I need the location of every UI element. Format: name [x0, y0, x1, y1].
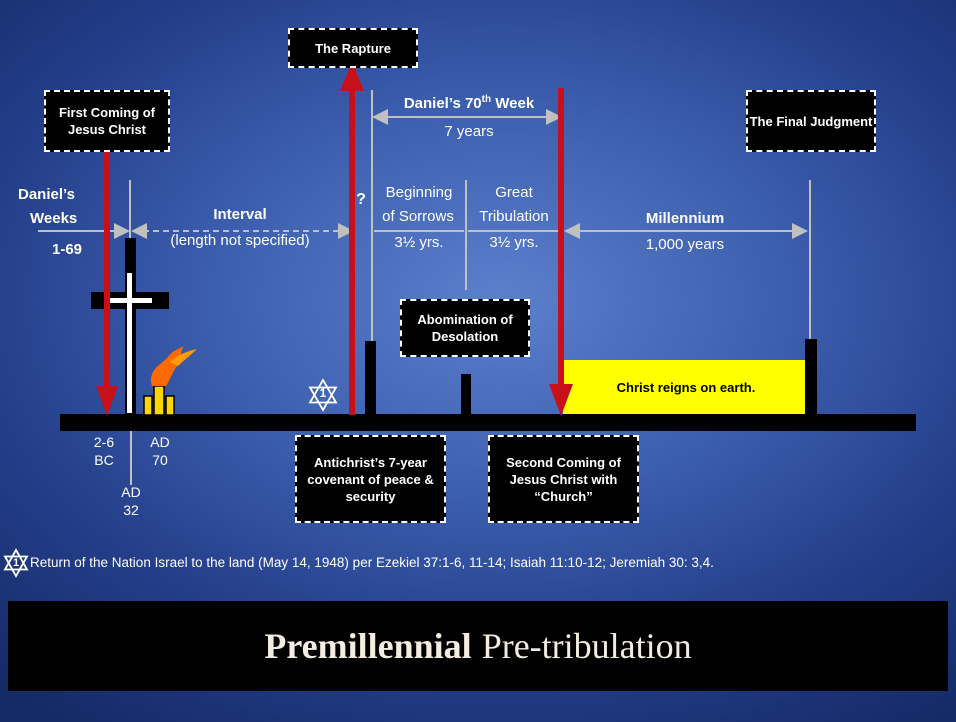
date-ad32-2: 32	[123, 502, 139, 518]
interval-label: Interval	[213, 206, 267, 223]
seventieth-week-label: Daniel’s 70th Week	[403, 94, 535, 113]
daniels-weeks-label-2: Weeks	[30, 210, 78, 227]
date-ad32-1: AD	[121, 484, 141, 500]
timeline-diagram	[3, 62, 916, 578]
second-coming-arrow	[549, 88, 573, 416]
footnote-star-icon	[3, 548, 29, 578]
post-covenant	[365, 341, 376, 415]
footnote-text: Return of the Nation Israel to the land …	[30, 555, 714, 570]
abomination-box: Abomination of Desolation	[400, 299, 530, 357]
great-tribulation-label-2: Tribulation	[479, 208, 549, 225]
beginning-label-1: Beginning	[385, 184, 453, 201]
first-coming-box: First Coming of Jesus Christ	[44, 90, 170, 152]
timeline-bar	[60, 414, 916, 431]
footnote-star-number: 1	[12, 557, 20, 569]
cross-icon	[91, 273, 169, 413]
christ-reigns-label: Christ reigns on earth.	[616, 380, 756, 395]
beginning-years: 3½ yrs.	[394, 234, 444, 251]
interval-sublabel: (length not specified)	[170, 232, 310, 249]
seven-years-label: 7 years	[444, 123, 494, 140]
first-coming-arrow	[96, 150, 118, 416]
antichrist-covenant-box: Antichrist’s 7-year covenant of peace & …	[295, 435, 446, 523]
title-rest: Pre-tribulation	[481, 626, 692, 666]
great-tribulation-label-1: Great	[495, 184, 533, 201]
rapture-box: The Rapture	[288, 28, 418, 68]
burning-temple-icon	[143, 346, 197, 416]
post-abomination	[461, 374, 471, 415]
date-ad70-2: 70	[152, 452, 168, 468]
beginning-label-2: of Sorrows	[382, 208, 454, 225]
title-band	[8, 601, 948, 691]
question-mark: ?	[356, 191, 366, 208]
millennium-label: Millennium	[645, 210, 725, 227]
star-of-david-icon	[308, 378, 338, 412]
great-tribulation-years: 3½ yrs.	[489, 234, 539, 251]
daniels-weeks-label-1: Daniel’s	[18, 186, 75, 203]
date-bc-2: BC	[94, 452, 114, 468]
title-bold: Premillennial	[264, 626, 472, 666]
rapture-arrow	[340, 62, 364, 415]
millennium-block	[563, 360, 807, 415]
millennium-years: 1,000 years	[645, 236, 725, 253]
date-ad70-1: AD	[150, 434, 170, 450]
final-judgment-box: The Final Judgment	[746, 90, 876, 152]
date-bc-1: 2-6	[93, 434, 115, 450]
second-coming-box: Second Coming of Jesus Christ with “Chur…	[488, 435, 639, 523]
slide-title: Premillennial Pre-tribulation	[8, 601, 948, 691]
star-number: 1	[319, 386, 327, 400]
daniels-weeks-range: 1-69	[52, 241, 83, 258]
post-final-judgment	[805, 339, 817, 415]
